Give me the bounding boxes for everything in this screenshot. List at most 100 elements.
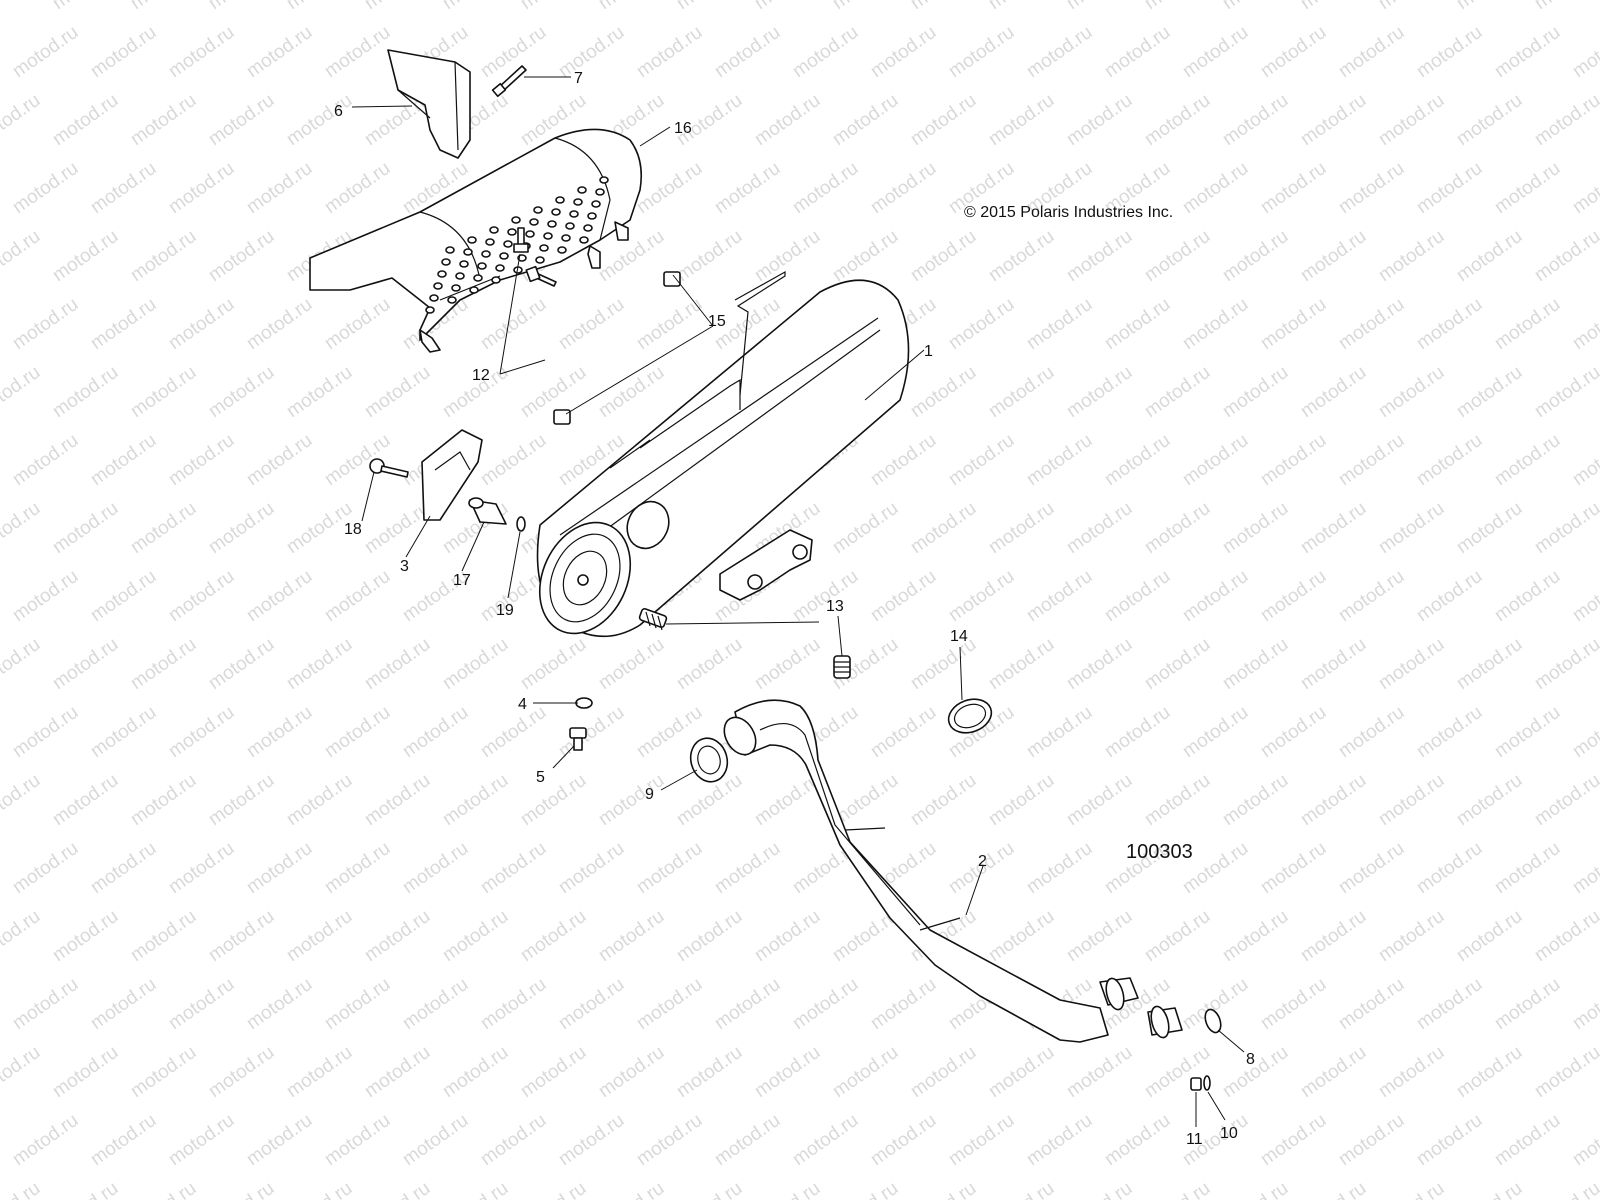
part-12-bolts [513, 227, 557, 287]
callout-labels: 1 2 3 4 5 6 7 8 9 10 11 12 13 14 15 16 1… [334, 70, 1255, 1148]
watermark-text: motod.ru [633, 974, 706, 1034]
watermark-text: motod.ru [1101, 1110, 1174, 1170]
callout-10: 10 [1220, 1125, 1238, 1142]
watermark-text: motod.ru [1297, 498, 1370, 558]
watermark-text: motod.ru [1257, 566, 1330, 626]
watermark-text: motod.ru [1569, 838, 1600, 898]
leader-lines [351, 76, 1245, 1127]
watermark-text: motod.ru [555, 22, 628, 82]
watermark-text: motod.ru [1179, 158, 1252, 218]
watermark-text: motod.ru [127, 634, 200, 694]
watermark-text: motod.ru [127, 226, 200, 286]
watermark-text: motod.ru [87, 702, 160, 762]
shield-hole [525, 230, 535, 238]
watermark-text: motod.ru [1023, 22, 1096, 82]
watermark-text: motod.ru [439, 1042, 512, 1102]
watermark-text: motod.ru [1531, 498, 1600, 558]
watermark-text: motod.ru [633, 1110, 706, 1170]
watermark-text: motod.ru [439, 906, 512, 966]
shield-hole [543, 232, 553, 240]
watermark-text: motod.ru [205, 1042, 278, 1102]
watermark-text: motod.ru [87, 974, 160, 1034]
watermark-text: motod.ru [945, 22, 1018, 82]
shield-hole [441, 258, 451, 266]
watermark-text: motod.ru [0, 838, 4, 898]
watermark-text: motod.ru [1413, 294, 1486, 354]
watermark-text: motod.ru [1531, 1178, 1600, 1200]
watermark-text: motod.ru [595, 362, 668, 422]
watermark-text: motod.ru [751, 226, 824, 286]
watermark-text: motod.ru [283, 1042, 356, 1102]
callout-7: 7 [574, 70, 583, 87]
watermark-text: motod.ru [1023, 566, 1096, 626]
watermark-text: motod.ru [1141, 226, 1214, 286]
shield-hole [539, 244, 549, 252]
watermark-text: motod.ru [1375, 0, 1448, 14]
callout-15: 15 [708, 313, 726, 330]
watermark-text: motod.ru [0, 702, 4, 762]
watermark-text: motod.ru [751, 90, 824, 150]
watermark-text: motod.ru [517, 634, 590, 694]
part-3-bracket [421, 429, 483, 521]
watermark-text: motod.ru [205, 906, 278, 966]
shield-hole [473, 274, 483, 282]
watermark-text: motod.ru [1297, 634, 1370, 694]
shield-hole [463, 248, 473, 256]
watermark-text: motod.ru [165, 22, 238, 82]
watermark-text: motod.ru [87, 22, 160, 82]
watermark-text: motod.ru [1335, 430, 1408, 490]
part-19-washer [516, 516, 526, 532]
watermark-text: motod.ru [0, 974, 4, 1034]
shield-hole [451, 284, 461, 292]
callout-4: 4 [518, 696, 527, 713]
watermark-text: motod.ru [1413, 838, 1486, 898]
callout-12: 12 [472, 367, 490, 384]
watermark-text: motod.ru [1375, 906, 1448, 966]
watermark-text: motod.ru [243, 838, 316, 898]
watermark-text: motod.ru [673, 1178, 746, 1200]
watermark-text: motod.ru [555, 1110, 628, 1170]
watermark-text: motod.ru [1453, 1042, 1526, 1102]
watermark-text: motod.ru [1219, 770, 1292, 830]
watermark-text: motod.ru [1335, 702, 1408, 762]
watermark-text: motod.ru [1569, 974, 1600, 1034]
watermark-text: motod.ru [945, 1110, 1018, 1170]
watermark-text: motod.ru [399, 974, 472, 1034]
watermark-text: motod.ru [1569, 566, 1600, 626]
watermark-text: motod.ru [1297, 226, 1370, 286]
watermark-text: motod.ru [595, 906, 668, 966]
watermark-text: motod.ru [49, 90, 122, 150]
shield-hole [491, 276, 501, 284]
watermark-text: motod.ru [907, 1178, 980, 1200]
shield-hole [595, 188, 605, 196]
shield-hole [481, 250, 491, 258]
watermark-text: motod.ru [867, 22, 940, 82]
watermark-text: motod.ru [711, 838, 784, 898]
watermark-text: motod.ru [1023, 838, 1096, 898]
watermark-text: motod.ru [555, 702, 628, 762]
watermark-text: motod.ru [0, 0, 44, 14]
watermark-text: motod.ru [127, 1042, 200, 1102]
watermark-text: motod.ru [165, 566, 238, 626]
watermark-text: motod.ru [1453, 0, 1526, 14]
watermark-text: motod.ru [1453, 1178, 1526, 1200]
watermark-text: motod.ru [1297, 770, 1370, 830]
watermark-text: motod.ru [595, 634, 668, 694]
watermark-text: motod.ru [1453, 770, 1526, 830]
watermark-text: motod.ru [1141, 906, 1214, 966]
watermark-text: motod.ru [321, 294, 394, 354]
watermark-text: motod.ru [321, 430, 394, 490]
watermark-text: motod.ru [1335, 838, 1408, 898]
part-8-gasket [1204, 1008, 1222, 1034]
shield-hole [503, 240, 513, 248]
watermark-text: motod.ru [361, 1178, 434, 1200]
watermark-text: motod.ru [789, 158, 862, 218]
watermark-text: motod.ru [283, 770, 356, 830]
watermark-text: motod.ru [205, 362, 278, 422]
shield-hole [577, 186, 587, 194]
callout-9: 9 [645, 786, 654, 803]
part-1-muffler [536, 270, 910, 638]
watermark-text: motod.ru [1063, 770, 1136, 830]
watermark-text: motod.ru [1141, 90, 1214, 150]
watermark-text: motod.ru [907, 362, 980, 422]
